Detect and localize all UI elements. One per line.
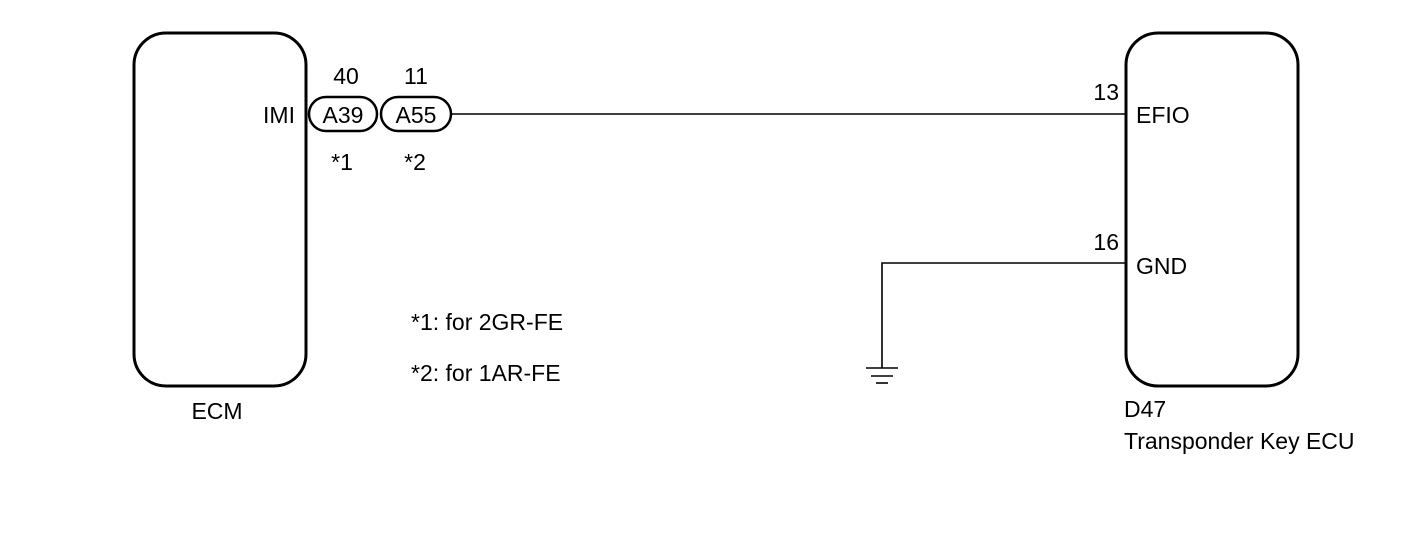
notes: *1: for 2GR-FE *2: for 1AR-FE xyxy=(411,309,563,386)
connector-a39: A39 40 *1 xyxy=(307,63,379,175)
efio-pin-number: 13 xyxy=(1093,79,1119,105)
note-1: *1: for 2GR-FE xyxy=(411,309,563,335)
connector-a55: A55 11 *2 xyxy=(379,63,453,175)
gnd-pin-number: 16 xyxy=(1093,229,1119,255)
ecm-box xyxy=(132,31,308,388)
note-2: *2: for 1AR-FE xyxy=(411,360,561,386)
transponder-block: 13 EFIO 16 GND D47 Transponder Key ECU xyxy=(1093,31,1355,454)
ground-icon xyxy=(866,367,898,384)
transponder-box xyxy=(1124,31,1300,388)
connector-a55-code: A55 xyxy=(396,102,437,128)
connector-a39-pin: 40 xyxy=(333,63,359,89)
connector-a39-shape xyxy=(307,95,379,133)
ecm-name: ECM xyxy=(191,398,242,424)
ground-wire xyxy=(881,262,1126,368)
ecm-block: IMI ECM xyxy=(132,31,308,424)
ecm-pin-label: IMI xyxy=(263,102,295,128)
connector-a55-note-ref: *2 xyxy=(404,149,426,175)
connector-a55-pin: 11 xyxy=(404,63,428,89)
transponder-code: D47 xyxy=(1124,396,1166,422)
gnd-pin-label: GND xyxy=(1136,253,1187,279)
connector-a39-code: A39 xyxy=(323,102,364,128)
efio-pin-label: EFIO xyxy=(1136,102,1190,128)
transponder-name: Transponder Key ECU xyxy=(1124,428,1355,454)
connector-a39-note-ref: *1 xyxy=(331,149,353,175)
